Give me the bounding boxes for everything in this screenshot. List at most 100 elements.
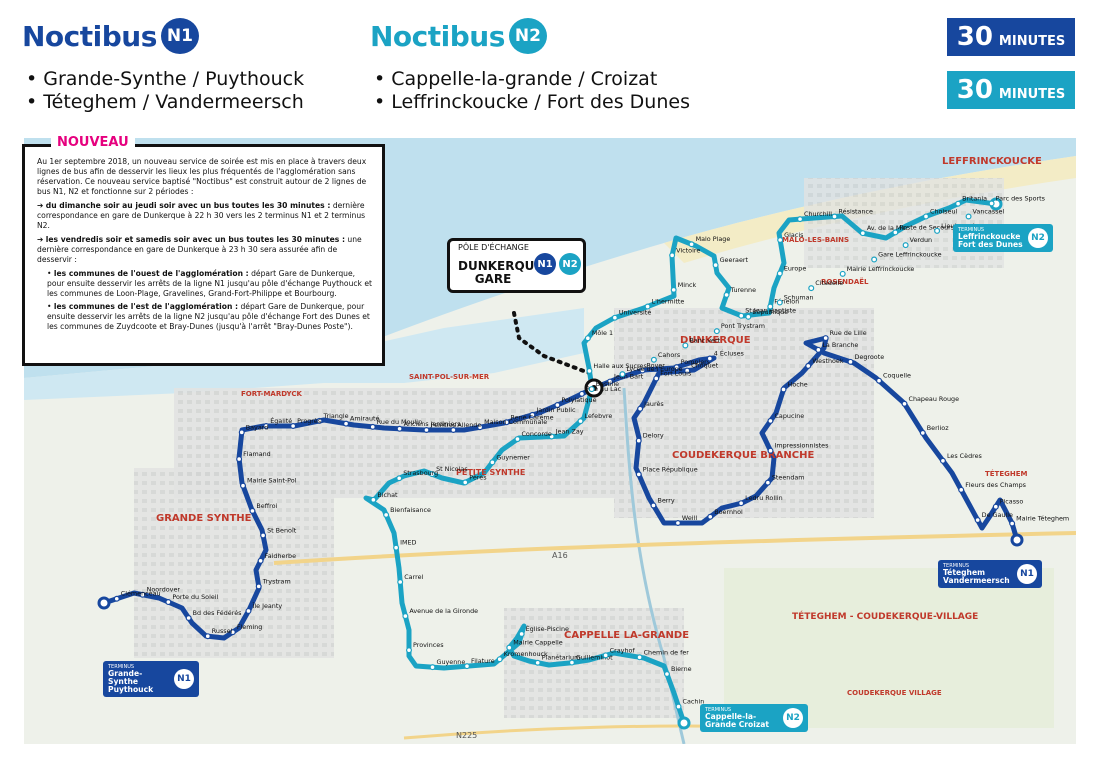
stop-marker[interactable] <box>797 216 804 223</box>
stop-marker[interactable] <box>263 423 270 430</box>
stop-marker[interactable] <box>568 659 575 666</box>
stop-marker[interactable] <box>249 507 256 514</box>
stop-marker[interactable] <box>767 303 774 310</box>
stop-marker[interactable] <box>688 241 695 248</box>
stop-marker[interactable] <box>965 213 972 220</box>
stop-marker[interactable] <box>496 656 503 663</box>
stop-marker[interactable] <box>204 633 211 640</box>
stop-marker[interactable] <box>847 358 854 365</box>
stop-marker[interactable] <box>396 475 403 482</box>
stop-marker[interactable] <box>245 607 252 614</box>
stop-marker[interactable] <box>393 544 400 551</box>
stop-marker[interactable] <box>185 614 192 621</box>
stop-marker[interactable] <box>682 342 689 349</box>
stop-marker[interactable] <box>988 200 995 207</box>
stop-marker[interactable] <box>974 517 981 524</box>
stop-marker[interactable] <box>635 471 642 478</box>
stop-marker[interactable] <box>674 520 681 527</box>
stop-marker[interactable] <box>229 629 236 636</box>
stop-marker[interactable] <box>548 433 555 440</box>
stop-marker[interactable] <box>584 335 591 342</box>
stop-marker[interactable] <box>653 375 660 382</box>
stop-marker[interactable] <box>636 654 643 661</box>
stop-marker[interactable] <box>871 256 878 263</box>
stop-marker[interactable] <box>397 579 404 586</box>
stop-marker[interactable] <box>669 252 676 259</box>
stop-marker[interactable] <box>738 500 745 507</box>
stop-marker[interactable] <box>506 644 513 651</box>
stop-marker[interactable] <box>239 482 246 489</box>
stop-marker[interactable] <box>707 513 714 520</box>
stop-marker[interactable] <box>839 270 846 277</box>
stop-marker[interactable] <box>255 583 262 590</box>
stop-marker[interactable] <box>815 346 822 353</box>
stop-marker[interactable] <box>673 364 680 371</box>
stop-marker[interactable] <box>958 486 965 493</box>
stop-marker[interactable] <box>776 270 783 277</box>
stop-marker[interactable] <box>588 386 595 393</box>
stop-marker[interactable] <box>745 313 752 320</box>
stop-marker[interactable] <box>238 429 245 436</box>
stop-marker[interactable] <box>606 378 613 385</box>
stop-marker[interactable] <box>992 503 999 510</box>
stop-marker[interactable] <box>922 213 929 220</box>
stop-marker[interactable] <box>712 262 719 269</box>
stop-marker[interactable] <box>780 386 787 393</box>
stop-marker[interactable] <box>611 314 618 321</box>
stop-marker[interactable] <box>805 362 812 369</box>
stop-marker[interactable] <box>901 400 908 407</box>
stop-marker[interactable] <box>822 335 829 342</box>
stop-marker[interactable] <box>876 377 883 384</box>
stop-marker[interactable] <box>723 291 730 298</box>
stop-marker[interactable] <box>257 557 264 564</box>
stop-marker[interactable] <box>939 457 946 464</box>
stop-marker[interactable] <box>767 417 774 424</box>
stop-marker[interactable] <box>554 402 561 409</box>
stop-marker[interactable] <box>767 447 774 454</box>
stop-marker[interactable] <box>503 419 510 426</box>
stop-marker[interactable] <box>369 423 376 430</box>
stop-marker[interactable] <box>236 456 243 463</box>
stop-marker[interactable] <box>639 367 646 374</box>
stop-marker[interactable] <box>578 390 585 397</box>
stop-marker[interactable] <box>463 663 470 670</box>
stop-marker[interactable] <box>670 286 677 293</box>
stop-marker[interactable] <box>644 303 651 310</box>
stop-marker[interactable] <box>675 703 682 710</box>
stop-marker[interactable] <box>489 459 496 466</box>
stop-marker[interactable] <box>514 436 521 443</box>
stop-marker[interactable] <box>529 411 536 418</box>
stop-marker[interactable] <box>663 671 670 678</box>
stop-marker[interactable] <box>518 630 525 637</box>
stop-marker[interactable] <box>859 230 866 237</box>
stop-marker[interactable] <box>706 355 713 362</box>
stop-marker[interactable] <box>534 659 541 666</box>
stop-marker[interactable] <box>396 425 403 432</box>
stop-marker[interactable] <box>586 367 593 374</box>
stop-marker[interactable] <box>406 647 413 654</box>
stop-marker[interactable] <box>260 532 267 539</box>
stop-marker[interactable] <box>165 599 172 606</box>
stop-marker[interactable] <box>934 227 941 234</box>
stop-marker[interactable] <box>477 424 484 431</box>
stop-marker[interactable] <box>684 367 691 374</box>
stop-marker[interactable] <box>450 427 457 434</box>
stop-marker[interactable] <box>602 652 609 659</box>
stop-marker[interactable] <box>423 427 430 434</box>
stop-marker[interactable] <box>764 479 771 486</box>
stop-marker[interactable] <box>429 471 436 478</box>
stop-marker[interactable] <box>290 423 297 430</box>
stop-marker[interactable] <box>370 496 377 503</box>
stop-marker[interactable] <box>577 418 584 425</box>
stop-marker[interactable] <box>429 664 436 671</box>
stop-marker[interactable] <box>343 420 350 427</box>
stop-marker[interactable] <box>713 328 720 335</box>
stop-marker[interactable] <box>902 242 909 249</box>
stop-marker[interactable] <box>777 236 784 243</box>
stop-marker[interactable] <box>139 591 146 598</box>
stop-marker[interactable] <box>402 613 409 620</box>
stop-marker[interactable] <box>650 502 657 509</box>
stop-marker[interactable] <box>383 511 390 518</box>
stop-marker[interactable] <box>808 285 815 292</box>
stop-marker[interactable] <box>635 437 642 444</box>
